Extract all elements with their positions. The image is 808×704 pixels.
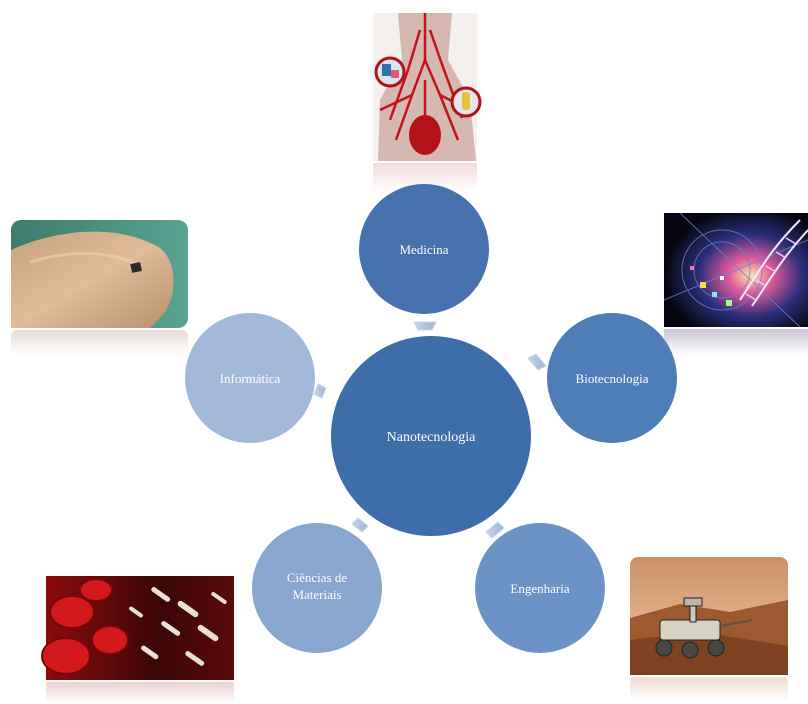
arrow-center-to-materiais: [352, 518, 368, 532]
engenharia-label-line: Engenharia: [510, 581, 569, 596]
node-biotecnologia: Biotecnologia: [547, 313, 677, 443]
ciencias-de-materiais-label-line: Ciências de: [287, 570, 348, 585]
medicina-label-line: Medicina: [399, 242, 448, 257]
biotecnologia-image: [664, 213, 808, 355]
biotecnologia-label: Biotecnologia: [576, 371, 649, 386]
materiais-image: [42, 576, 234, 704]
ciencias-de-materiais-label-line: Materiais: [292, 587, 341, 602]
biotecnologia-label-line: Biotecnologia: [576, 371, 649, 386]
arrow-center-to-engenharia: [486, 522, 504, 538]
node-informatica: Informática: [185, 313, 315, 443]
arrow-center-to-medicina: [414, 322, 436, 330]
arrow-center-to-informatica: [314, 384, 326, 398]
medicina-label: Medicina: [399, 242, 448, 257]
node-medicina: Medicina: [359, 184, 489, 314]
informatica-label-line: Informática: [220, 371, 281, 386]
informatica-image: [11, 220, 188, 356]
node-ciencias-de-materiais: Ciências de Materiais: [252, 523, 382, 653]
arrow-center-to-biotecnologia: [528, 354, 546, 370]
informatica-label: Informática: [220, 371, 281, 386]
engenharia-label: Engenharia: [510, 581, 569, 596]
engenharia-image: [630, 557, 788, 701]
medicina-image: [373, 13, 480, 193]
node-engenharia: Engenharia: [475, 523, 605, 653]
center-label: Nanotecnologia: [387, 430, 476, 445]
node-nanotecnologia: Nanotecnologia: [331, 336, 531, 536]
